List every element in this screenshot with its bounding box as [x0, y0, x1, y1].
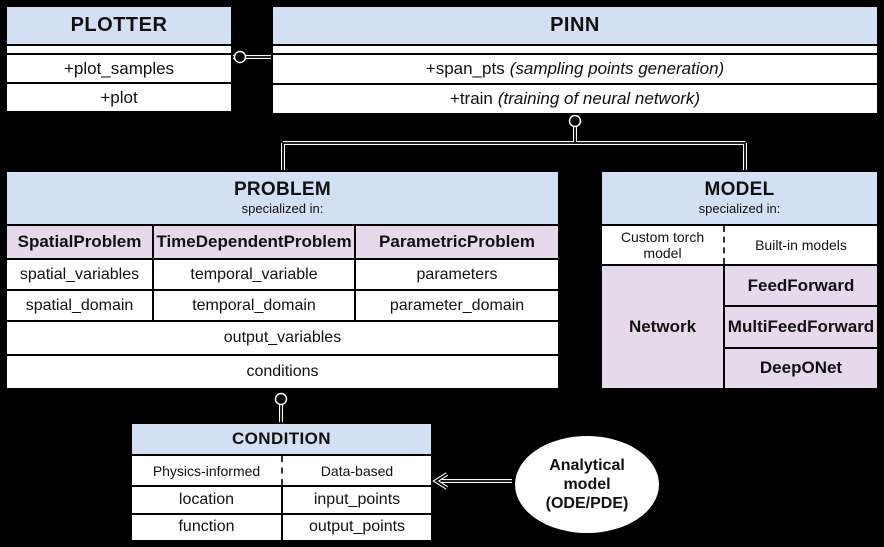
analytical-model-line: Analytical [549, 456, 625, 474]
empty-compartment [7, 46, 231, 55]
model-item: DeepONet [725, 348, 877, 388]
attribute-cell: parameter_domain [356, 291, 558, 320]
method-note: (sampling points generation) [509, 59, 725, 78]
aggregation-circle-icon [568, 114, 582, 128]
problem-header: PROBLEM specialized in: [7, 172, 558, 226]
empty-compartment [273, 46, 877, 55]
method-name: +span_pts [425, 59, 505, 78]
condition-class-box: CONDITION Physics-informed Data-based lo… [130, 422, 433, 542]
attribute-cell: input_points [283, 487, 431, 513]
model-class-box: MODEL specialized in: Custom torch model… [600, 170, 879, 390]
pinn-method-row: +span_pts (sampling points generation) [273, 55, 877, 85]
pinn-header: PINN [273, 7, 877, 46]
network-cell: Network [602, 266, 723, 388]
problem-specializations-grid: SpatialProblem TimeDependentProblem Para… [7, 226, 558, 320]
open-arrowhead-icon [432, 472, 449, 490]
attribute-cell: output_points [283, 514, 431, 540]
data-based-header: Data-based [281, 456, 431, 485]
pinn-children-connector-core [282, 127, 746, 170]
column-header: SpatialProblem [7, 226, 152, 258]
plotter-title: PLOTTER [70, 14, 168, 36]
analytical-model-ellipse: Analytical model (ODE/PDE) [512, 433, 662, 536]
aggregation-circle-icon [233, 50, 247, 64]
model-item: FeedForward [725, 266, 877, 306]
problem-class-box: PROBLEM specialized in: SpatialProblem T… [5, 170, 560, 390]
custom-torch-model-header: Custom torch model [620, 228, 705, 261]
attribute-cell: spatial_domain [7, 291, 152, 320]
attribute-cell: location [132, 487, 281, 513]
method-note: (training of neural network) [497, 89, 701, 108]
plotter-class-box: PLOTTER +plot_samples +plot [5, 5, 233, 113]
problem-title: PROBLEM [233, 178, 332, 200]
built-in-models-list: FeedForward MultiFeedForward DeepONet [725, 266, 877, 388]
model-header: MODEL specialized in: [602, 172, 877, 226]
condition-subheaders: Physics-informed Data-based [132, 456, 431, 487]
condition-title: CONDITION [232, 429, 331, 448]
plotter-method-row: +plot_samples [7, 55, 231, 84]
model-body: Network FeedForward MultiFeedForward Dee… [602, 266, 877, 388]
shared-attribute-row: output_variables [7, 320, 558, 354]
method-name: +train [449, 89, 493, 108]
pinn-title: PINN [550, 14, 600, 36]
plotter-method-row: +plot [7, 84, 231, 111]
column-header: TimeDependentProblem [154, 226, 354, 258]
open-arrowhead-icon-core [434, 473, 448, 489]
pinn-class-box: PINN +span_pts (sampling points generati… [271, 5, 879, 115]
attribute-cell: function [132, 514, 281, 540]
model-title: MODEL [704, 178, 775, 200]
pinn-children-connector [281, 127, 747, 170]
attribute-cell: parameters [356, 260, 558, 289]
pinn-method-row: +train (training of neural network) [273, 85, 877, 113]
built-in-models-header: Built-in models [723, 226, 877, 264]
model-subtitle: specialized in: [698, 200, 781, 216]
physics-informed-header: Physics-informed [152, 462, 261, 479]
shared-attribute-row: conditions [7, 354, 558, 388]
analytical-model-line: model [563, 475, 611, 493]
analytical-model-line: (ODE/PDE) [545, 495, 629, 513]
attribute-cell: temporal_domain [154, 291, 354, 320]
condition-header: CONDITION [132, 424, 431, 456]
column-header: ParametricProblem [356, 226, 558, 258]
plotter-header: PLOTTER [7, 7, 231, 46]
aggregation-circle-icon [274, 392, 288, 406]
problem-subtitle: specialized in: [241, 200, 324, 216]
attribute-cell: temporal_variable [154, 260, 354, 289]
condition-attributes-grid: location input_points function output_po… [132, 487, 431, 540]
model-item: MultiFeedForward [725, 307, 877, 347]
attribute-cell: spatial_variables [7, 260, 152, 289]
model-subheaders: Custom torch model Built-in models [602, 226, 877, 266]
